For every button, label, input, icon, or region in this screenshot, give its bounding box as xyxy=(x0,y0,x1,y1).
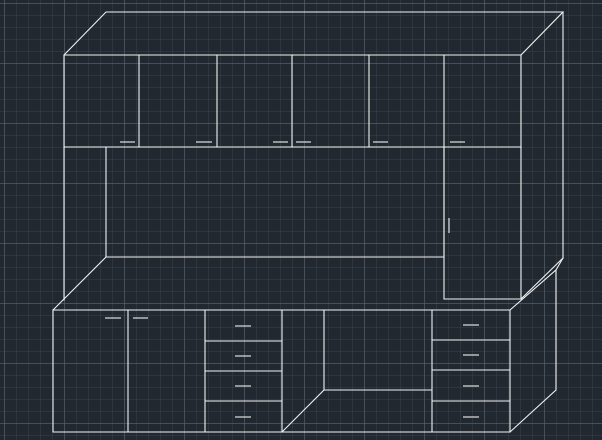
countertop-top-face xyxy=(53,257,106,310)
tower-door xyxy=(444,147,521,299)
lower-cabinet xyxy=(53,257,563,432)
open-niche xyxy=(64,147,444,300)
tower-right-top-edge xyxy=(521,258,563,299)
upper-cabinet-top-face xyxy=(64,12,563,55)
right-drawer-stack xyxy=(432,310,510,432)
kneehole-floor-edge xyxy=(282,390,324,432)
lower-cabinet-right-back-top xyxy=(556,258,563,270)
right-tower xyxy=(444,147,563,299)
kneehole xyxy=(282,310,432,432)
upper-cabinet xyxy=(64,12,563,258)
lower-cabinet-right-face xyxy=(510,270,556,432)
left-drawer-stack xyxy=(205,310,282,432)
